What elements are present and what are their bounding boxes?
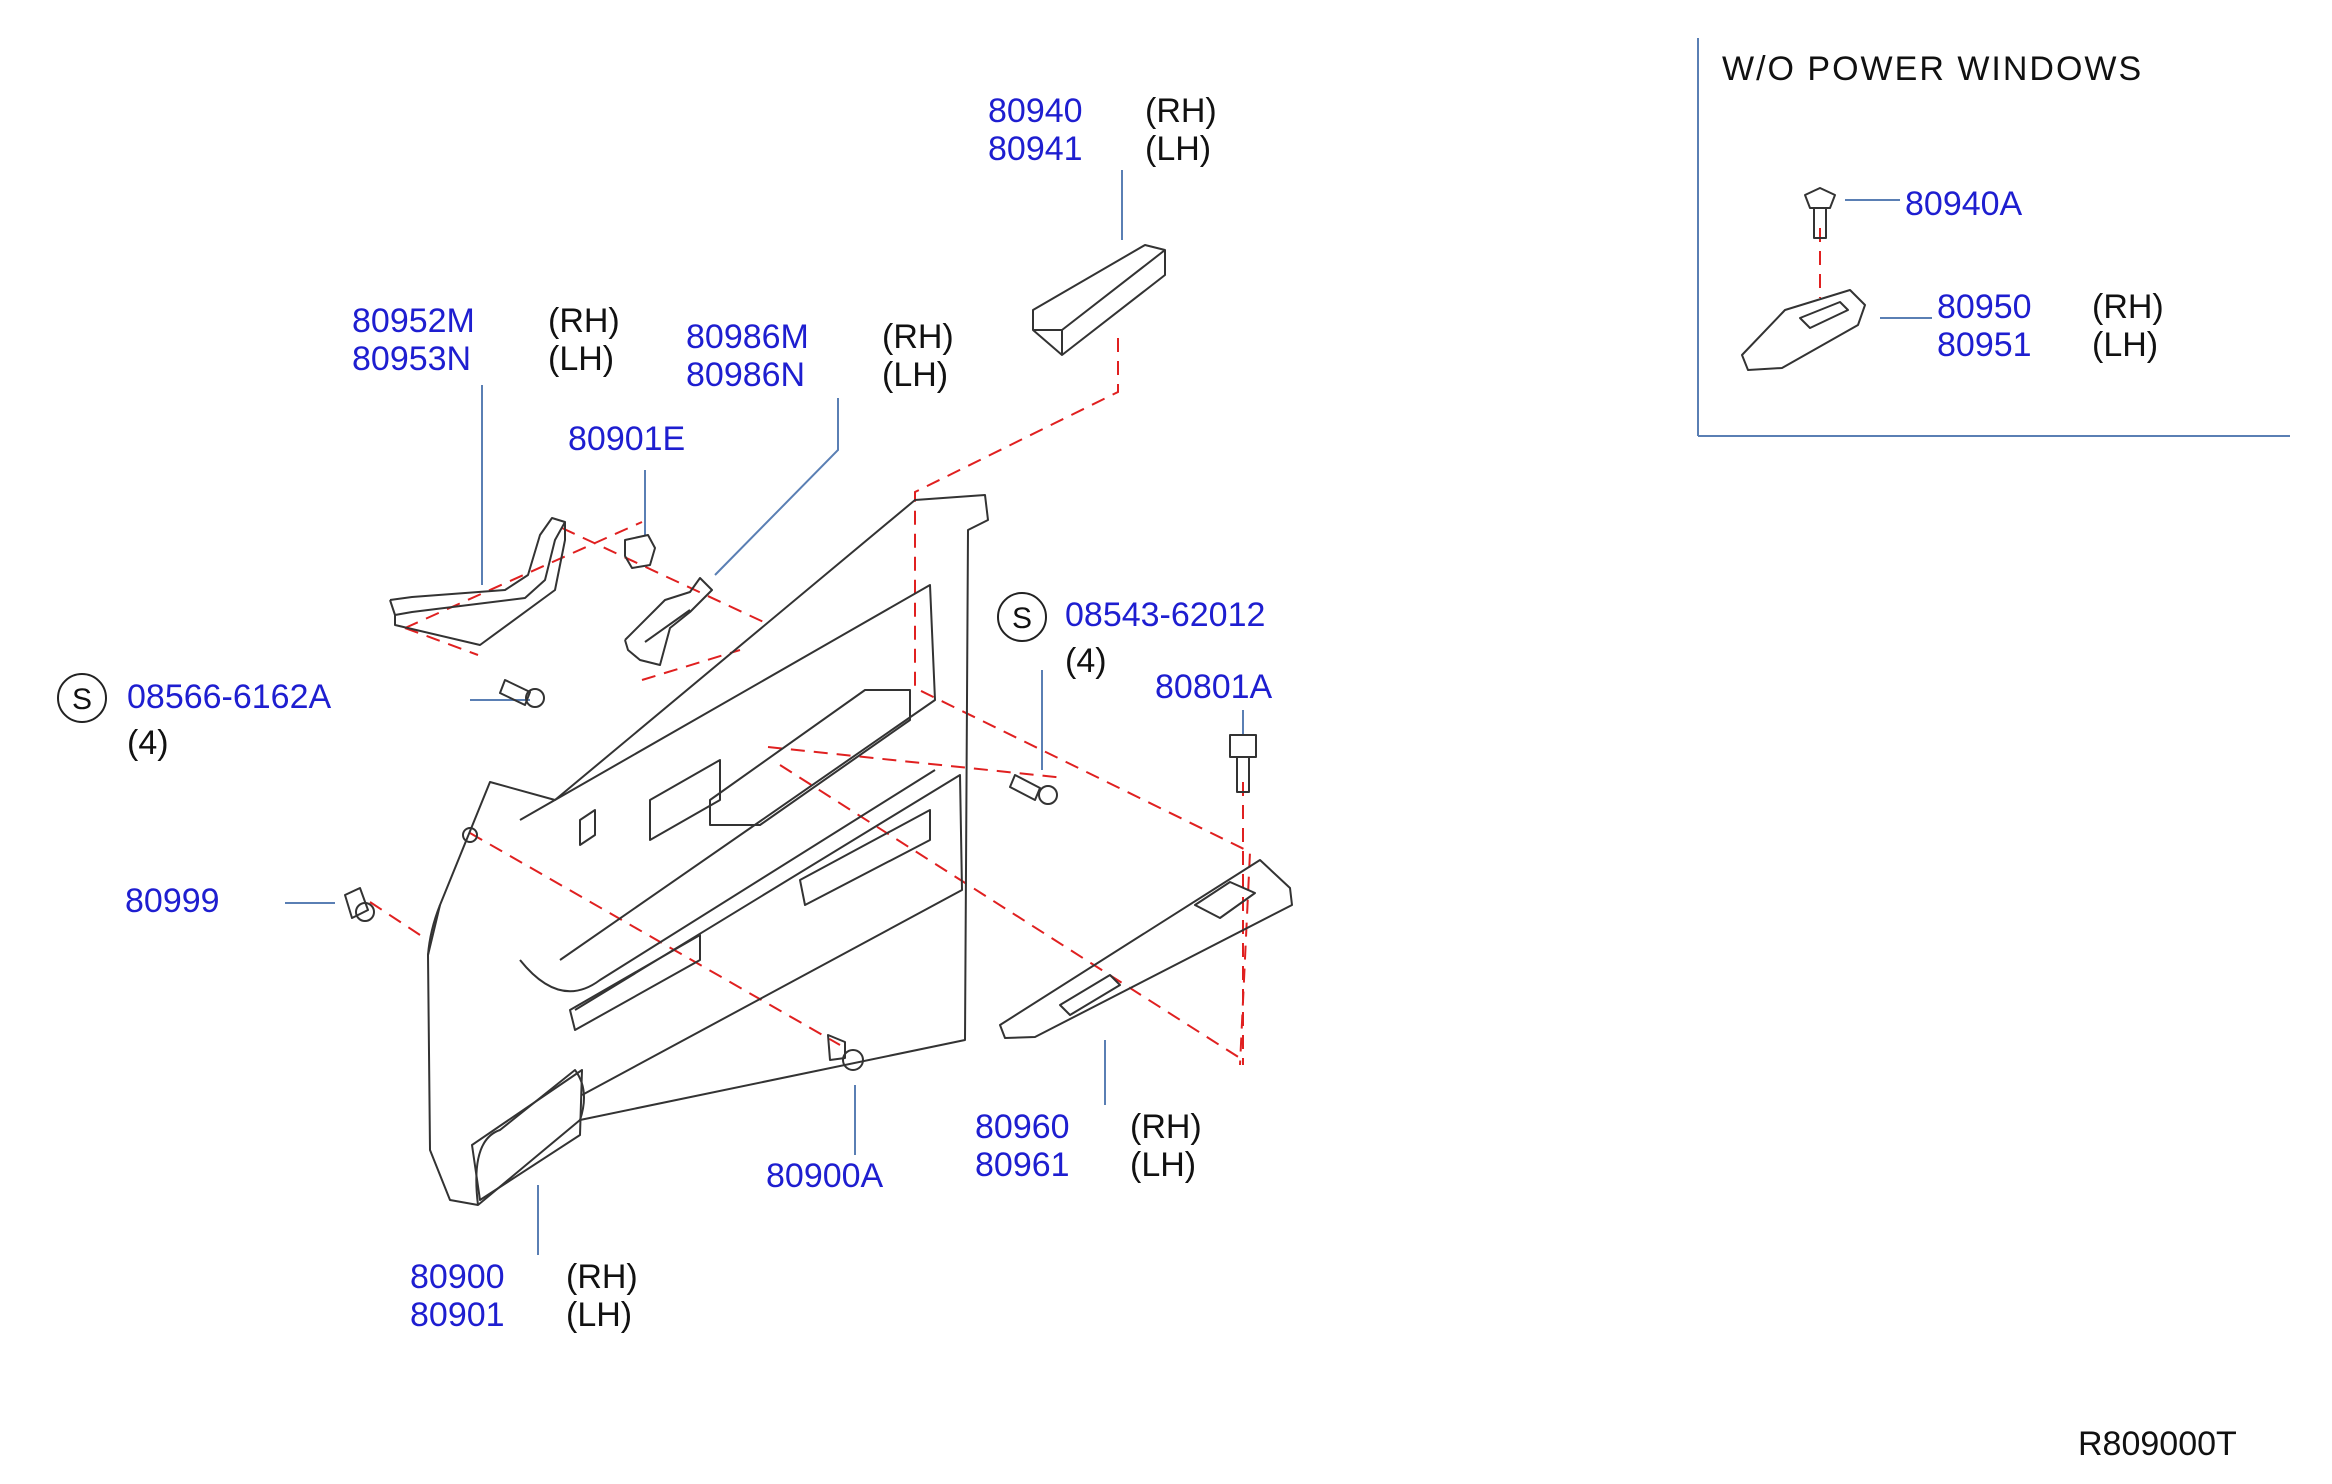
part-number-80999[interactable]: 80999 [125, 882, 220, 920]
part-number-80941[interactable]: 80941 [988, 130, 1083, 168]
part-number-80940[interactable]: 80940 [988, 92, 1083, 130]
side-label-rh: (RH) [1145, 92, 1217, 130]
inset-title: W/O POWER WINDOWS [1722, 50, 2144, 88]
parts-outlines [344, 187, 1866, 1206]
side-label-rh: (RH) [882, 318, 954, 356]
part-number-80952m[interactable]: 80952M [352, 302, 475, 340]
inside-handle-escutcheon [1032, 244, 1166, 356]
clip-80901e [624, 534, 656, 569]
side-label-lh: (LH) [1130, 1146, 1197, 1184]
side-label-rh: (RH) [548, 302, 620, 340]
phantom-lines [369, 228, 1821, 1066]
part-number-80953n[interactable]: 80953N [352, 340, 472, 378]
screw-08566-6162a [499, 679, 545, 708]
side-label-lh: (LH) [548, 340, 615, 378]
bracket-80952m [389, 517, 566, 646]
side-label-rh: (RH) [566, 1258, 638, 1296]
part-number-80951[interactable]: 80951 [1937, 326, 2032, 364]
quantity-label: (4) [1065, 642, 1107, 680]
clip-80999 [344, 887, 375, 922]
side-label-rh: (RH) [1130, 1108, 1202, 1146]
bolt-80801a [1229, 734, 1257, 793]
side-label-lh: (LH) [882, 356, 949, 394]
clip-80900a [827, 1034, 864, 1071]
side-label-rh: (RH) [2092, 288, 2164, 326]
side-label-lh: (LH) [566, 1296, 633, 1334]
figure-code: R809000T [2078, 1425, 2237, 1463]
power-window-switch-finisher [999, 859, 1293, 1039]
door-trim-panel [427, 494, 989, 1206]
quantity-label: (4) [127, 724, 169, 762]
part-number-08543-62012[interactable]: 08543-62012 [1065, 596, 1266, 634]
part-number-80986m[interactable]: 80986M [686, 318, 809, 356]
part-number-80901[interactable]: 80901 [410, 1296, 505, 1334]
part-number-80900a[interactable]: 80900A [766, 1157, 884, 1195]
side-label-lh: (LH) [2092, 326, 2159, 364]
standard-part-symbol: S [997, 592, 1047, 642]
part-number-80960[interactable]: 80960 [975, 1108, 1070, 1146]
bracket-80986m [624, 577, 713, 666]
window-handle-escutcheon [1741, 289, 1866, 371]
bolt-80940a [1804, 187, 1836, 239]
part-number-80940a[interactable]: 80940A [1905, 185, 2023, 223]
part-number-80986n[interactable]: 80986N [686, 356, 806, 394]
part-number-80901e[interactable]: 80901E [568, 420, 686, 458]
side-label-lh: (LH) [1145, 130, 1212, 168]
part-number-80961[interactable]: 80961 [975, 1146, 1070, 1184]
standard-part-symbol: S [57, 673, 107, 723]
screw-08543-62012 [1009, 774, 1058, 805]
inset-frame [1697, 38, 2290, 437]
part-number-80900[interactable]: 80900 [410, 1258, 505, 1296]
part-number-08566-6162a[interactable]: 08566-6162A [127, 678, 332, 716]
part-number-80950[interactable]: 80950 [1937, 288, 2032, 326]
part-number-80801a[interactable]: 80801A [1155, 668, 1273, 706]
leader-lines [285, 170, 1932, 1255]
